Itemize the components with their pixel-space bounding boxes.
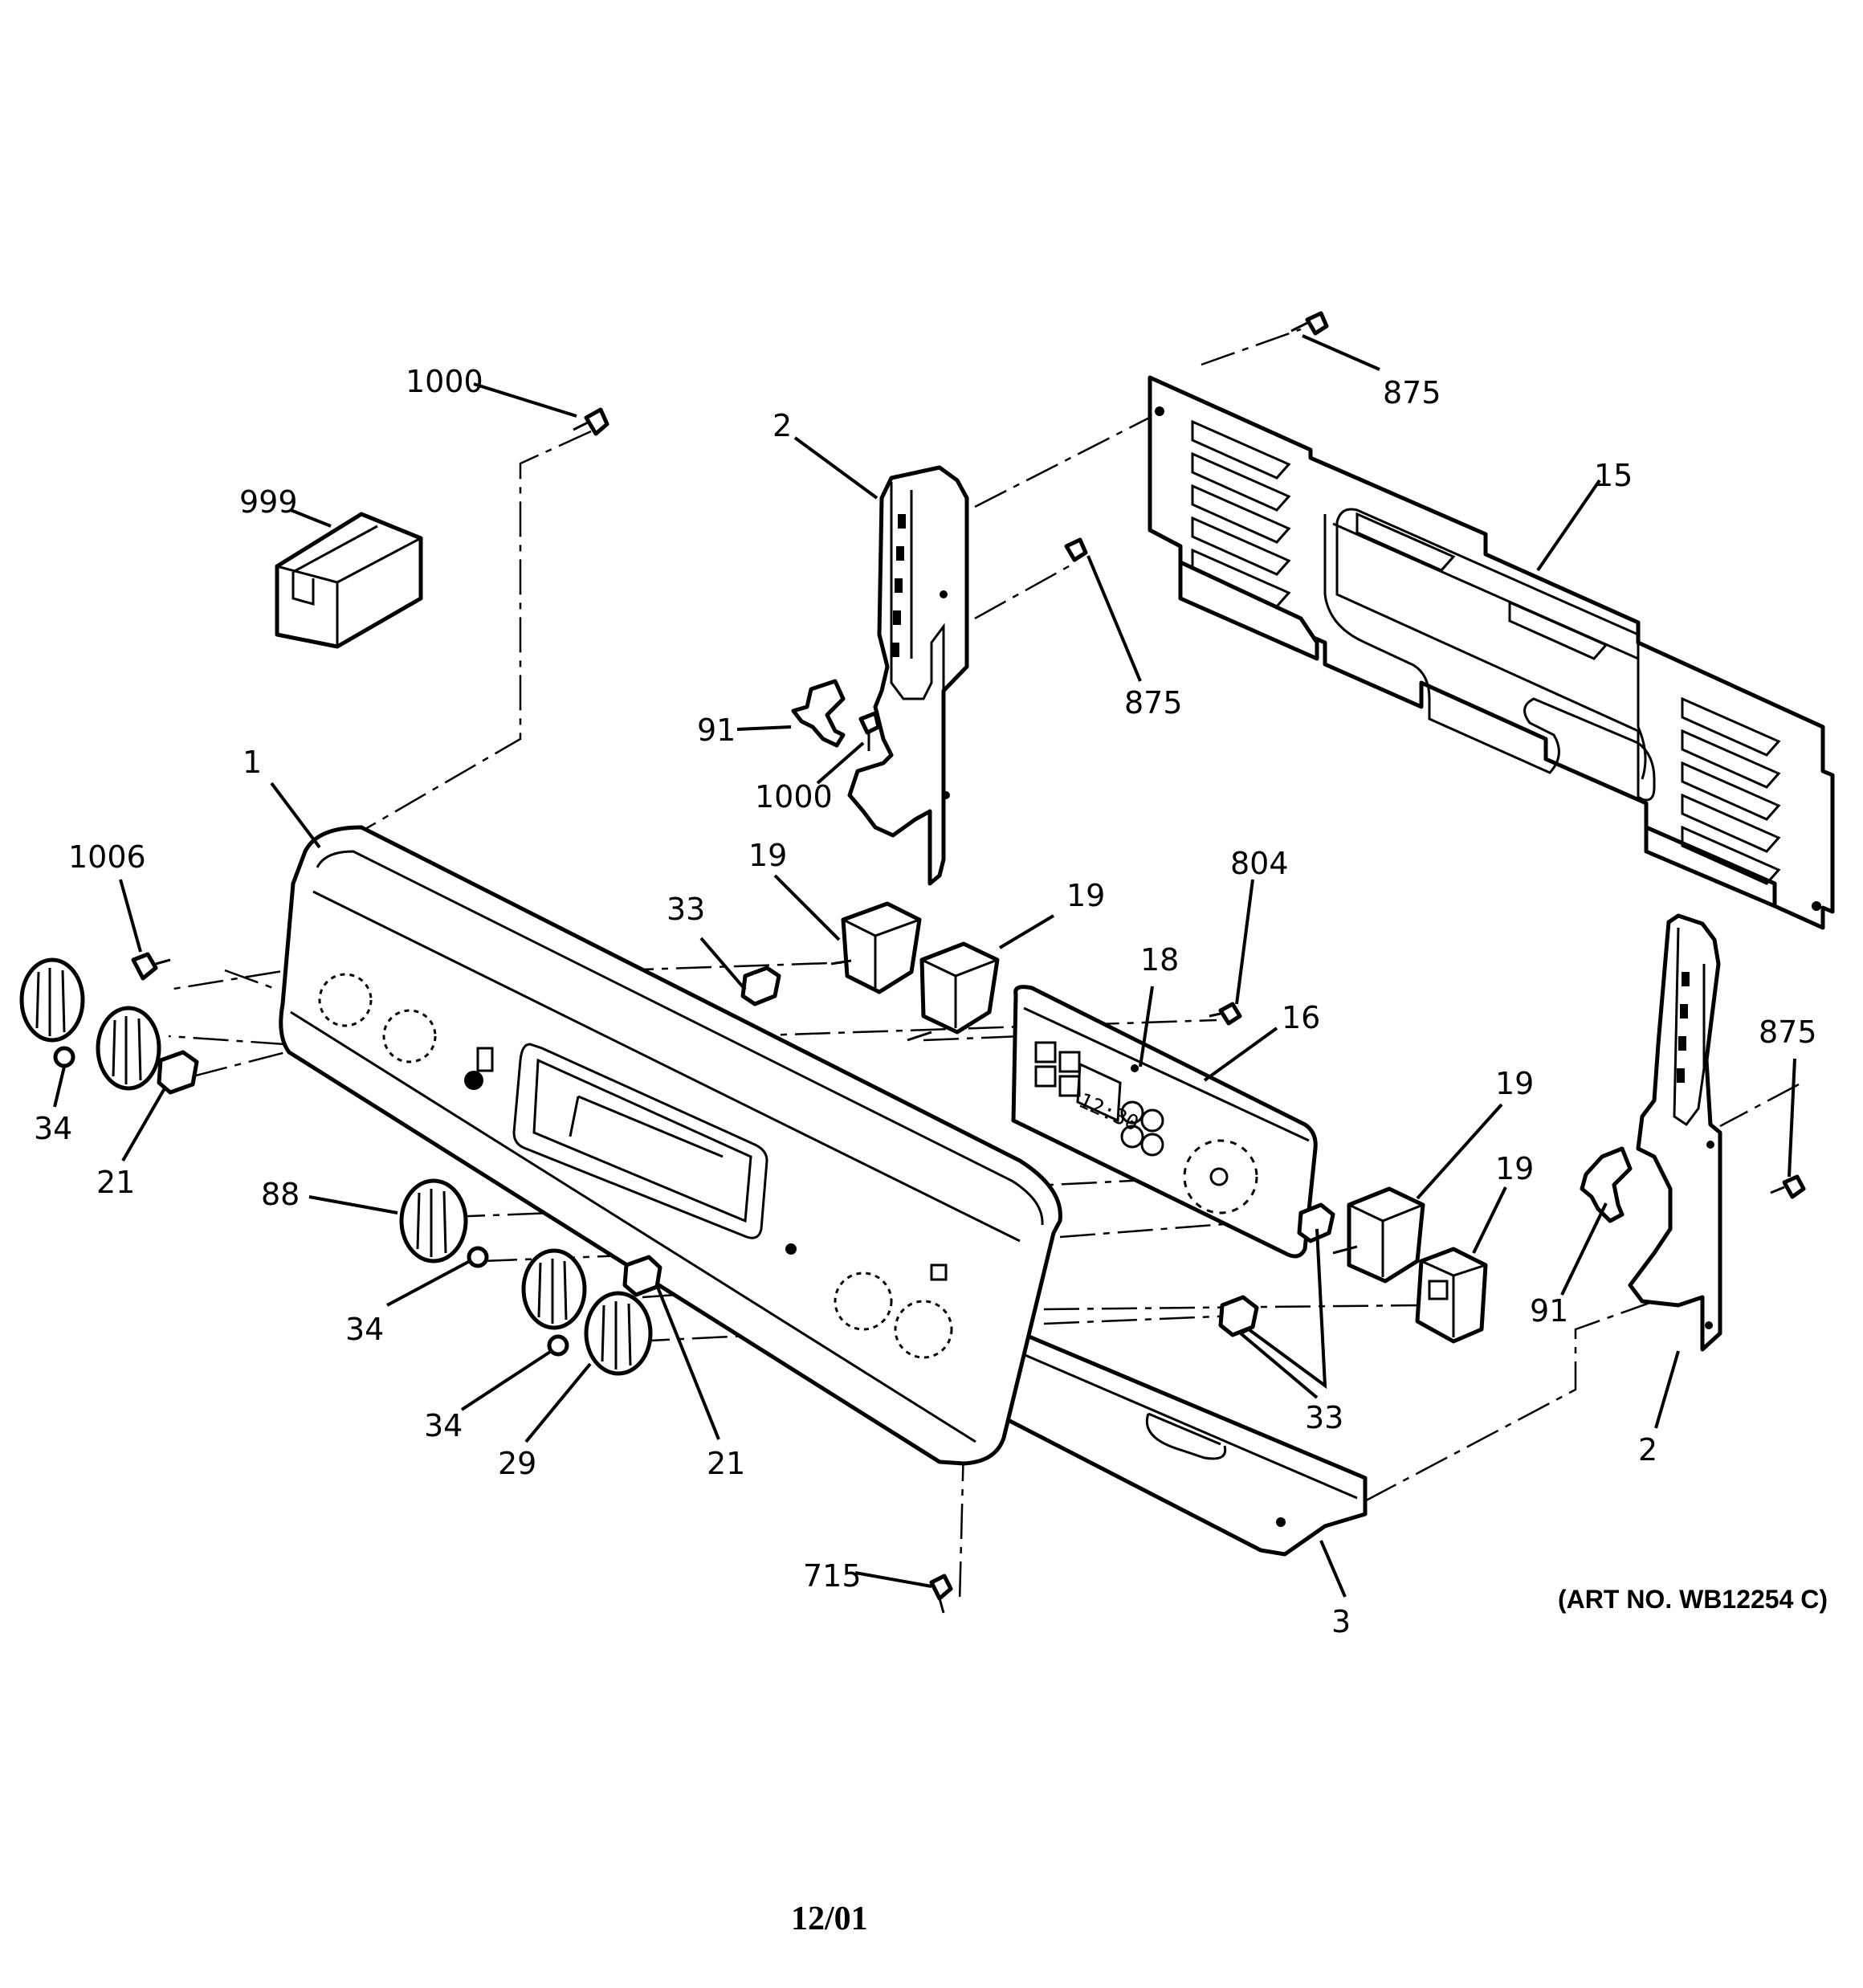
callout-1006: 1006 <box>68 839 146 875</box>
callout-15: 15 <box>1594 458 1633 493</box>
spring-34-center-lower <box>547 1334 569 1357</box>
knob-left-upper <box>19 957 85 1043</box>
callout-88: 88 <box>261 1177 300 1212</box>
indicator-light-21-right <box>622 1255 662 1297</box>
bracket-33-right-upper <box>1297 1202 1335 1243</box>
callout-91-right: 91 <box>1530 1293 1568 1329</box>
callout-2-left: 2 <box>773 408 792 443</box>
callout-21-right: 21 <box>707 1446 745 1481</box>
infinite-switch-1 <box>830 901 922 994</box>
clip-left-part <box>791 679 846 748</box>
callout-1000-top: 1000 <box>406 364 483 399</box>
screw-1006 <box>131 952 171 981</box>
control-panel-part <box>279 825 1062 1466</box>
callout-2-right: 2 <box>1638 1432 1657 1468</box>
spring-34-center-upper <box>467 1246 489 1268</box>
screw-1000-top <box>573 407 609 436</box>
end-bracket-left-part <box>847 465 969 886</box>
callout-34-center-lower: 34 <box>424 1408 463 1443</box>
clock-timer-panel-part: 12:30 <box>1011 985 1318 1259</box>
infinite-switch-4 <box>1415 1247 1488 1344</box>
screw-804 <box>1209 1002 1242 1026</box>
bracket-33-right-lower <box>1218 1295 1259 1337</box>
revision-date: 12/01 <box>791 1900 868 1937</box>
rear-cover-panel-part <box>1148 375 1835 930</box>
knob-29 <box>584 1291 653 1376</box>
callout-1000-middle: 1000 <box>755 779 833 814</box>
callout-875-right: 875 <box>1759 1014 1817 1050</box>
callout-3: 3 <box>1331 1604 1351 1639</box>
leader-lines <box>53 334 1796 1598</box>
callout-19-d: 19 <box>1495 1151 1534 1186</box>
callout-19-c: 19 <box>1495 1066 1534 1101</box>
callout-16: 16 <box>1282 1000 1320 1035</box>
indicator-light-21-left <box>157 1050 199 1095</box>
infinite-switch-3 <box>1332 1186 1425 1284</box>
callout-21-left: 21 <box>96 1165 135 1200</box>
screw-1000-middle <box>858 711 881 751</box>
knob-88 <box>399 1178 468 1263</box>
callout-19-a: 19 <box>748 838 787 873</box>
callout-34-left: 34 <box>34 1111 72 1146</box>
screw-875-top-right <box>1290 311 1329 336</box>
callout-19-b: 19 <box>1066 878 1105 913</box>
spring-34-left <box>53 1046 75 1068</box>
callout-875-top: 875 <box>1383 375 1441 410</box>
callout-875-middle: 875 <box>1124 685 1183 720</box>
callout-18: 18 <box>1140 942 1179 978</box>
infinite-switch-2 <box>907 941 1000 1042</box>
screw-875-right <box>1770 1174 1806 1199</box>
callout-29: 29 <box>498 1446 536 1481</box>
screw-715 <box>929 1574 953 1614</box>
art-number: (ART NO. WB12254 C) <box>1558 1585 1828 1614</box>
callout-715: 715 <box>803 1558 862 1594</box>
clip-right-part <box>1580 1146 1633 1223</box>
callout-1: 1 <box>243 745 262 780</box>
callout-33-top: 33 <box>667 892 705 927</box>
callout-34-center-upper: 34 <box>345 1312 384 1347</box>
callout-91-left: 91 <box>697 712 736 748</box>
carton-box-part <box>275 512 423 649</box>
callout-804: 804 <box>1230 846 1289 881</box>
callout-999: 999 <box>239 484 298 520</box>
knob-left-lower <box>96 1006 161 1091</box>
callout-labels: 1000 999 2 875 15 875 91 1000 1 1006 19 … <box>34 364 1817 1639</box>
lower-trim-part <box>993 1327 1368 1557</box>
screw-875-middle <box>1064 537 1088 562</box>
knob-center-upper <box>521 1248 587 1330</box>
bracket-33-top <box>740 965 781 1006</box>
callout-33-right: 33 <box>1305 1400 1343 1435</box>
end-bracket-right-part <box>1628 913 1722 1352</box>
